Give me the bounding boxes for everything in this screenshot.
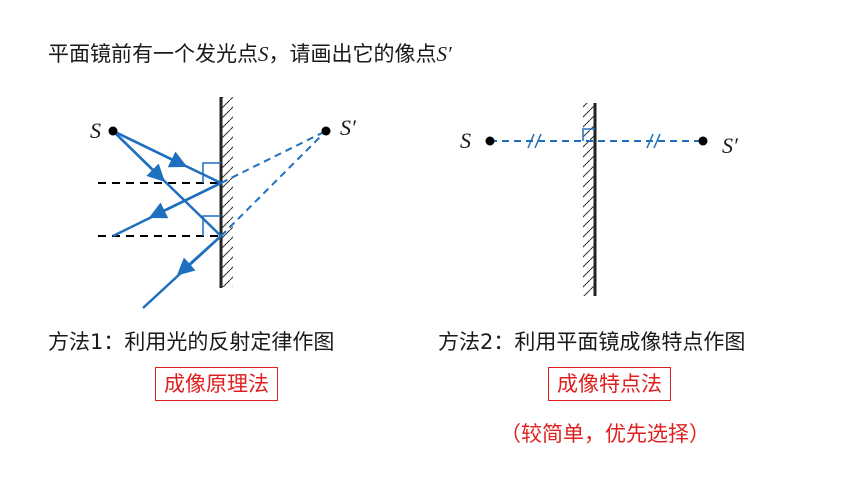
equal-tick-left-2 <box>534 133 542 149</box>
method1-diagram <box>98 97 331 309</box>
problem-statement: 平面镜前有一个发光点S，请画出它的像点S′ <box>48 38 452 68</box>
extension-line-1 <box>220 130 327 184</box>
extension-line-2 <box>220 130 327 237</box>
source-point-left <box>108 126 118 136</box>
right-angle-mark-upper <box>202 162 221 183</box>
mirror-hatching-right <box>583 103 595 296</box>
method1-caption: 方法1：利用光的反射定律作图 <box>48 330 335 354</box>
reflected-ray-2-arrow <box>176 235 222 276</box>
label-s-left: S <box>90 118 101 143</box>
reflected-ray-1-arrow <box>148 181 222 219</box>
incident-ray-2-arrow <box>112 130 166 182</box>
mirror-hatching <box>221 97 233 287</box>
method2-tag: 成像特点法 <box>548 367 671 401</box>
method1-tag: 成像原理法 <box>155 367 278 401</box>
incident-ray-1-arrow <box>112 129 188 168</box>
right-angle-mark <box>582 128 595 141</box>
source-point-right <box>485 136 495 146</box>
method2-caption: 方法2：利用平面镜成像特点作图 <box>438 330 746 354</box>
label-s-right: S <box>460 128 471 153</box>
label-s-prime-left: S′ <box>340 115 356 140</box>
image-point-left <box>321 126 331 136</box>
right-angle-mark-lower <box>202 215 221 236</box>
label-s-prime-right: S′ <box>722 133 738 158</box>
method2-diagram <box>485 103 708 296</box>
statement-text-1: 平面镜前有一个发光点 <box>48 42 258 66</box>
method2-note: （较简单，优先选择） <box>500 422 710 446</box>
equal-tick-left-1 <box>527 133 535 149</box>
image-point-right <box>698 136 708 146</box>
statement-point-s: S <box>258 42 269 66</box>
equal-tick-right-2 <box>653 133 661 149</box>
statement-point-s-prime: S′ <box>436 42 452 66</box>
equal-tick-right-1 <box>646 133 654 149</box>
statement-text-2: ，请画出它的像点 <box>268 42 437 66</box>
